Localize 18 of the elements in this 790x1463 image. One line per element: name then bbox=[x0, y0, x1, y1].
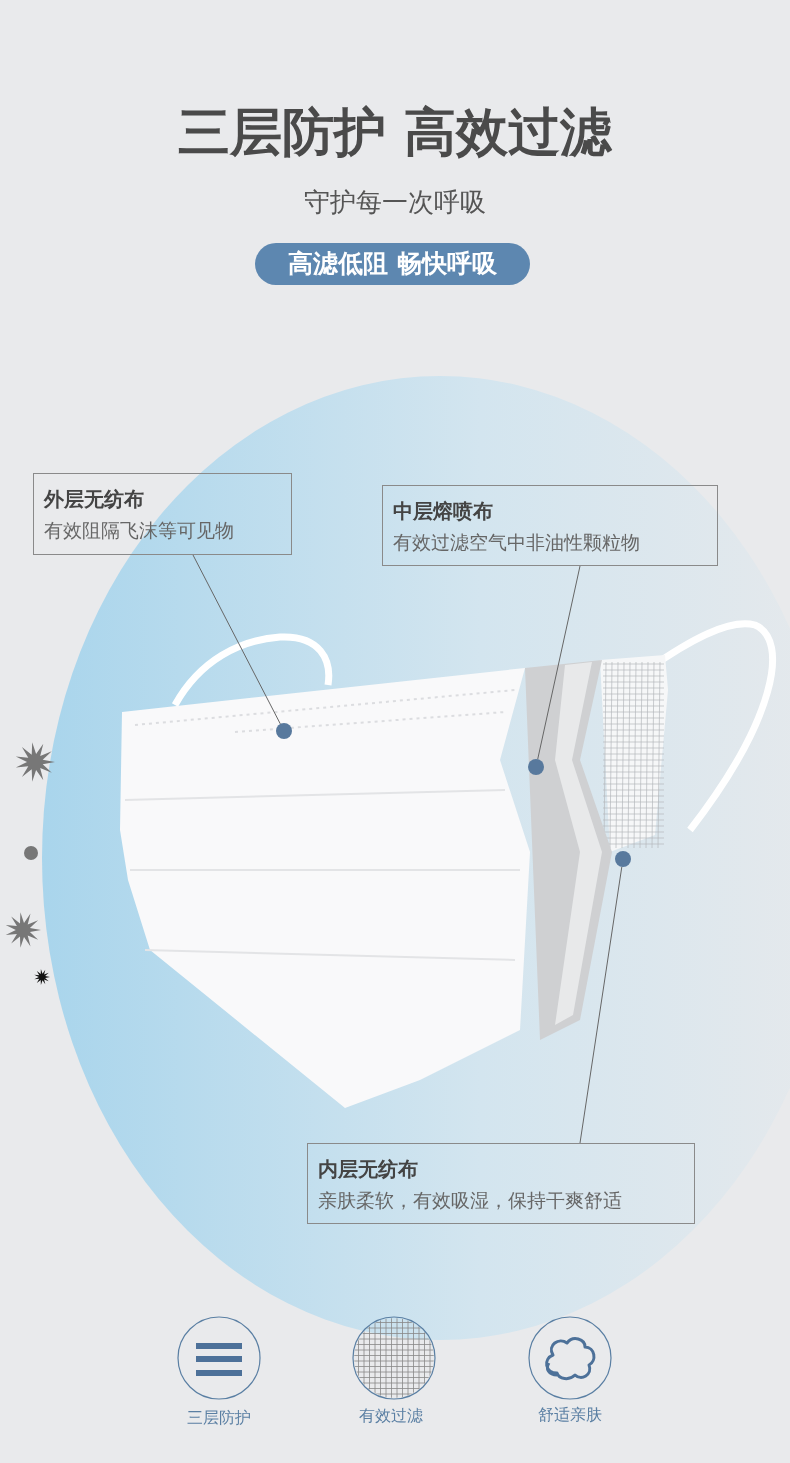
tag-pill: 高滤低阻 畅快呼吸 bbox=[255, 243, 530, 285]
callout-box bbox=[33, 473, 292, 555]
leader-line bbox=[192, 554, 281, 725]
callout-box bbox=[307, 1143, 695, 1224]
callout-box bbox=[382, 485, 718, 566]
subtitle: 守护每一次呼吸 bbox=[304, 186, 486, 219]
leader-line bbox=[537, 565, 581, 760]
callout-text: 亲肤柔软，有效吸湿，保持干爽舒适 bbox=[318, 1188, 623, 1213]
icon-caption: 有效过滤 bbox=[359, 1406, 423, 1427]
callout-text: 有效过滤空气中非油性颗粒物 bbox=[393, 530, 641, 555]
callout-text: 有效阻隔飞沫等可见物 bbox=[44, 518, 235, 543]
callout-heading: 中层熔喷布 bbox=[393, 498, 494, 524]
icon-caption: 三层防护 bbox=[187, 1408, 251, 1429]
icon-caption: 舒适亲肤 bbox=[538, 1405, 602, 1426]
leader-line bbox=[579, 866, 623, 1144]
title: 三层防护 高效过滤 bbox=[176, 101, 614, 164]
callout-heading: 外层无纺布 bbox=[44, 486, 145, 512]
callout-heading: 内层无纺布 bbox=[318, 1156, 419, 1182]
